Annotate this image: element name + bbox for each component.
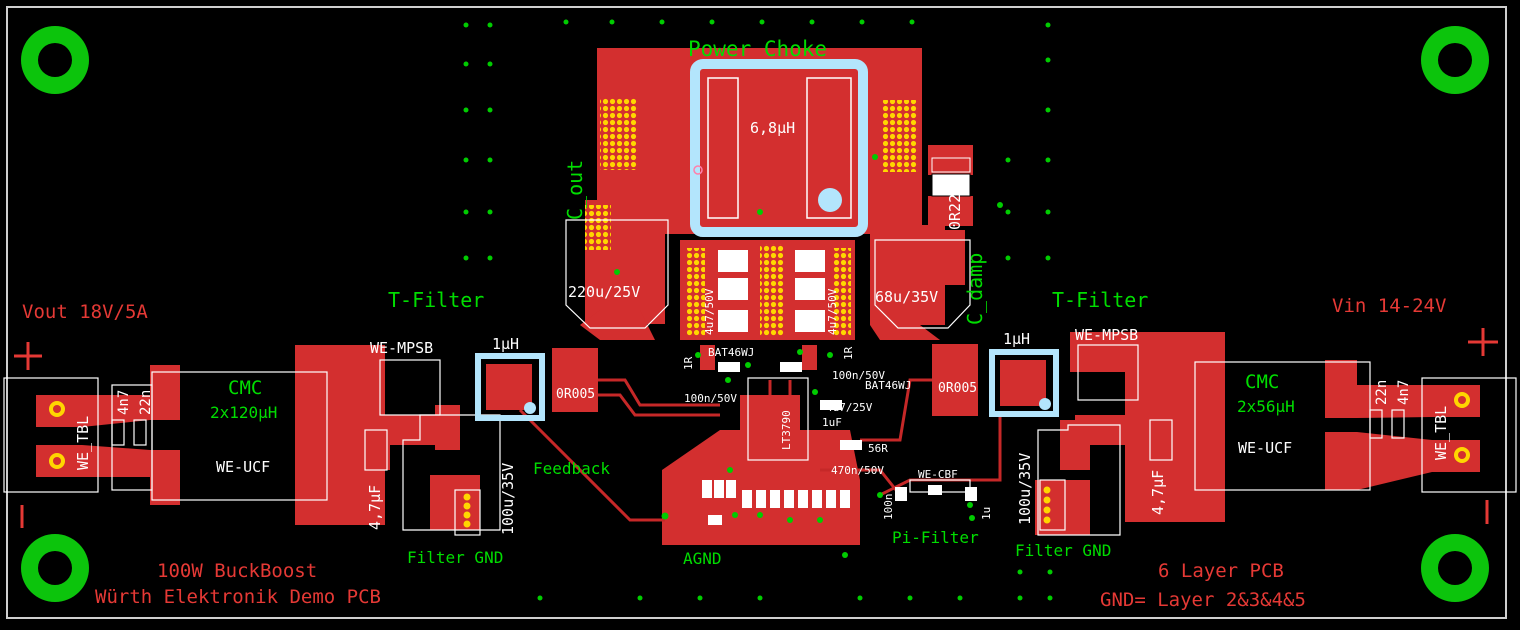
- r-56r-label: 56R: [868, 442, 888, 455]
- title-right-line1: 6 Layer PCB: [1158, 560, 1284, 582]
- tbl-right-label: WE_TBL: [1432, 406, 1450, 460]
- mounting-hole-top-right: [1421, 26, 1489, 94]
- inductor-left: [475, 353, 545, 421]
- cmc-right-value: 2x56µH: [1237, 397, 1295, 416]
- cmc-right-label: CMC: [1245, 371, 1279, 393]
- vout-label: Vout 18V/5A: [22, 301, 148, 323]
- thermal-via-arrays: [585, 98, 918, 453]
- board-outline: [6, 6, 1507, 619]
- c-4u7-25v-label: 4u7/25V: [826, 401, 873, 414]
- connector-pins: [49, 392, 1470, 528]
- c4n7-right-label: 4n7: [1396, 380, 1412, 405]
- r0r22-label: 0R22: [946, 194, 964, 230]
- pi-filter-label: Pi-Filter: [892, 528, 979, 547]
- c-damp-label: C_damp: [963, 253, 987, 325]
- c22n-right-label: 22n: [1374, 380, 1390, 405]
- controller-vias: [614, 154, 1003, 558]
- ic-label: LT3790: [780, 410, 793, 450]
- ucf-right-label: WE-UCF: [1238, 439, 1292, 457]
- c-1uf-label: 1uF: [822, 416, 842, 429]
- power-choke-label: Power Choke: [688, 37, 827, 61]
- smd-parts: [702, 250, 977, 525]
- left-filter-copper: [36, 345, 598, 530]
- feedback-label: Feedback: [533, 459, 610, 478]
- cap-100u-right-label: 100u/35V: [1016, 453, 1034, 525]
- right-silkscreen: [909, 344, 1517, 536]
- title-left-line1: 100W BuckBoost: [157, 560, 317, 582]
- mpsb-left-label: WE-MPSB: [370, 339, 433, 357]
- c-4u7-50v-2-label: 4u7/50V: [826, 288, 839, 335]
- r0r22-body: [931, 157, 971, 197]
- cap-100u-left-label: 100u/35V: [499, 463, 517, 535]
- choke-value-label: 6,8µH: [750, 119, 795, 137]
- cap-out-label: 220u/25V: [568, 283, 640, 301]
- r-1r-label: 1R: [682, 356, 695, 370]
- ucf-left-label: WE-UCF: [216, 458, 270, 476]
- title-right-line2: GND= Layer 2&3&4&5: [1100, 589, 1306, 611]
- c-4u7-50v-1-label: 4u7/50V: [703, 288, 716, 335]
- c-470n-50v-label: 470n/50V: [831, 464, 884, 477]
- r0r005-right-label: 0R005: [938, 381, 977, 396]
- t-filter-right-label: T-Filter: [1052, 288, 1148, 312]
- cmc-left-label: CMC: [228, 377, 262, 399]
- right-filter-copper: [932, 332, 1480, 535]
- we-cbf-label: WE-CBF: [918, 468, 958, 481]
- vin-label: Vin 14-24V: [1332, 295, 1446, 317]
- polarity-marks: [14, 328, 1498, 528]
- bat46wj-1-label: BAT46WJ: [708, 346, 754, 359]
- mounting-hole-bottom-left: [21, 534, 89, 602]
- small-100n-label: 100n: [882, 494, 895, 521]
- filter-gnd-right-label: Filter GND: [1015, 541, 1111, 560]
- agnd-label: AGND: [683, 549, 722, 568]
- cmc-left-value: 2x120µH: [210, 403, 277, 422]
- inductor-right-label: 1µH: [1003, 330, 1030, 348]
- signal-traces: [518, 378, 1002, 522]
- c4n7-left-label: 4n7: [116, 390, 132, 415]
- power-choke-outline: [690, 59, 868, 237]
- filter-gnd-left-label: Filter GND: [407, 548, 503, 567]
- tbl-left-label: WE_TBL: [74, 416, 92, 470]
- cap-4u7-left-label: 4,7µF: [366, 485, 384, 530]
- cap-damp-label: 68u/35V: [875, 288, 938, 306]
- bat46wj-2-label: BAT46WJ: [865, 379, 911, 392]
- inductor-left-label: 1µH: [492, 335, 519, 353]
- title-left-line2: Würth Elektronik Demo PCB: [95, 586, 381, 608]
- controller-ic: [747, 377, 809, 461]
- c-out-label: C_out: [563, 160, 587, 220]
- mounting-hole-top-left: [21, 26, 89, 94]
- r0r005-left-label: 0R005: [556, 387, 595, 402]
- small-1u-label: 1u: [980, 507, 993, 520]
- cap-4u7-right-label: 4,7µF: [1149, 470, 1167, 515]
- c-100n-50v-1-label: 100n/50V: [684, 392, 737, 405]
- mpsb-right-label: WE-MPSB: [1075, 326, 1138, 344]
- mounting-hole-bottom-right: [1421, 534, 1489, 602]
- t-filter-left-label: T-Filter: [388, 288, 484, 312]
- inductor-right: [989, 349, 1059, 417]
- via-grid: [463, 19, 1053, 601]
- r-1r-2-label: 1R: [842, 346, 855, 360]
- c-100n-50v-2-label: 100n/50V: [832, 369, 885, 382]
- c22n-left-label: 22n: [138, 390, 154, 415]
- electrolytic-cap-outlines: [565, 219, 971, 329]
